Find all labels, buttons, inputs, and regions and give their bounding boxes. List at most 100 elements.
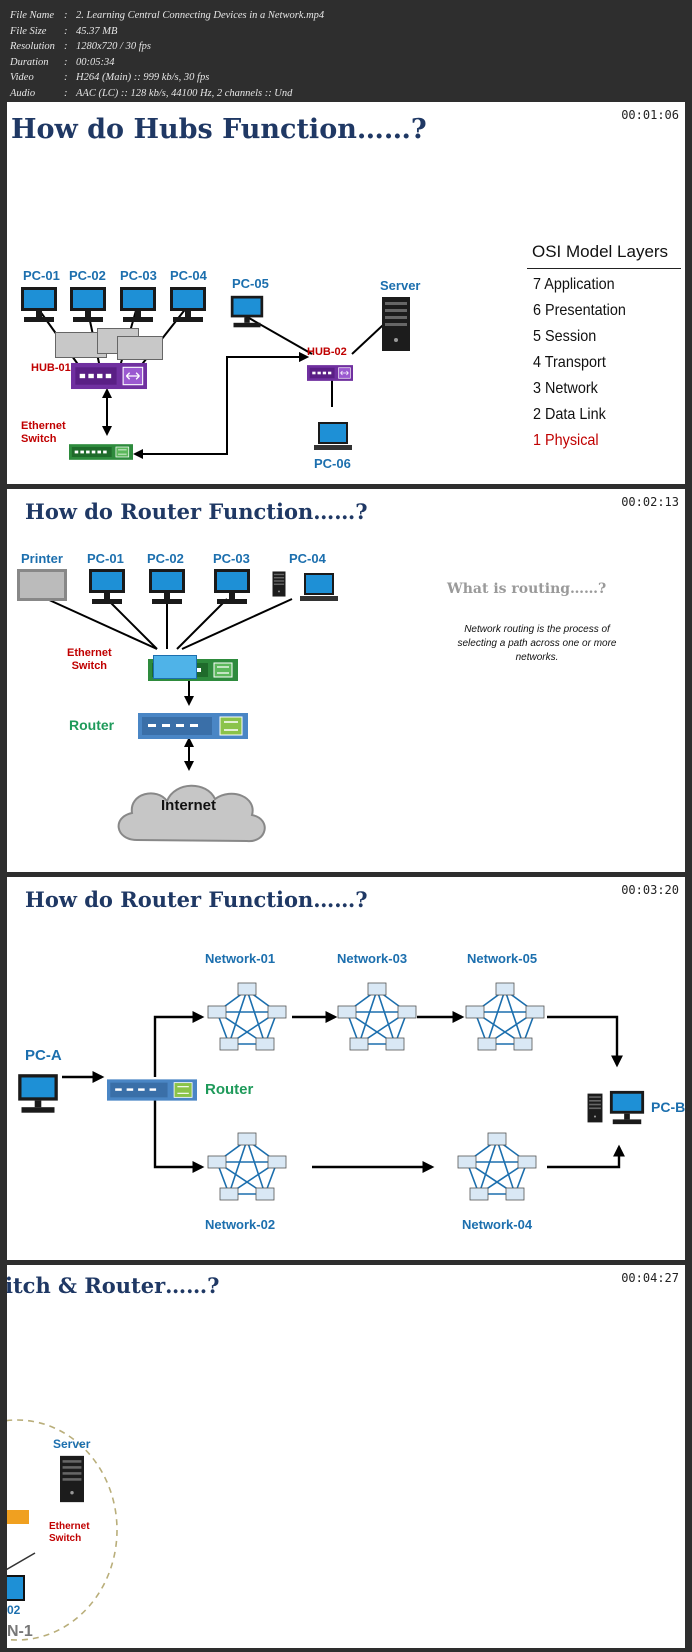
printer-icon [17,569,67,601]
video-frame-router: 00:02:13 How do Router Function……? Print… [7,489,685,872]
media-value: AAC (LC) :: 128 kb/s, 44100 Hz, 2 channe… [76,87,293,99]
internet-label: Internet [161,797,217,814]
media-info-row: Audio:AAC (LC) :: 128 kb/s, 44100 Hz, 2 … [10,86,324,102]
pc-label: PC-02 [69,268,106,283]
osi-layer-list: 7 Application 6 Presentation 5 Session 4… [533,272,636,454]
pc-icon [607,1089,647,1127]
media-info-row: Resolution:1280x720 / 30 fps [10,39,324,55]
hub-label: HUB-01 [31,362,71,374]
switch-icon [7,1510,29,1524]
pc-icon [15,1072,61,1116]
pc-icon [118,285,158,325]
pc-label: PC-01 [87,551,124,566]
network-icon [207,982,287,1052]
osi-divider [527,268,681,269]
printer-label: Printer [21,551,63,566]
osi-layer: 4 Transport [533,354,606,371]
vlan-label: N-1 [7,1623,33,1640]
video-frame-hubs: 00:01:06 How do Hubs Function……? PC-01 P… [7,102,685,484]
router-label: Router [205,1081,254,1098]
osi-title: OSI Model Layers [532,242,669,261]
packet-icon [153,655,197,679]
slide-title: How do Router Function……? [25,499,368,524]
media-info: File Name:2. Learning Central Connecting… [10,8,324,101]
media-value: 1280x720 / 30 fps [76,41,151,52]
pc-icon [68,285,108,325]
pc-label: 02 [7,1603,21,1617]
hub-label: HUB-02 [307,346,347,358]
osi-layer: 2 Data Link [533,406,606,423]
media-value: 00:05:34 [76,56,115,68]
pc-label: PC-05 [232,276,269,291]
switch-label: Ethernet Switch [49,1521,90,1544]
router-icon [107,1077,197,1103]
media-info-row: File Name:2. Learning Central Connecting… [10,8,324,24]
pc-label: PC-01 [23,268,60,283]
pc-label: PC-B [651,1099,685,1115]
pc-icon [229,294,265,330]
tower-icon [271,571,287,597]
osi-layer: 7 Application [533,276,615,293]
server-icon [381,296,411,352]
switch-label: Ethernet Switch [21,420,66,445]
server-label: Server [380,278,421,293]
media-value: H264 (Main) :: 999 kb/s, 30 fps [76,72,210,83]
frame-timestamp: 00:01:06 [621,108,679,122]
osi-layer: 3 Network [533,380,598,397]
network-icon [457,1132,537,1202]
pc-icon [7,1575,25,1601]
pc-label: PC-04 [289,551,326,566]
media-key: Audio [10,87,36,99]
frame-timestamp: 00:04:27 [621,1271,679,1285]
routing-question: What is routing……? [447,581,607,597]
network-label: Network-02 [205,1217,276,1232]
laptop-icon [297,571,341,605]
switch-label: Ethernet Switch [67,647,112,672]
slide-title: How do Router Function……? [25,887,368,912]
pc-icon [85,567,129,607]
slide-title: How do Hubs Function……? [11,114,427,145]
media-info-row: File Size:45.37 MB [10,24,324,40]
tower-icon [587,1093,603,1123]
pc-icon [145,567,189,607]
network-label: Network-04 [462,1217,533,1232]
media-info-row: Duration:00:05:34 [10,55,324,71]
network-label: Network-05 [467,951,538,966]
osi-layer-highlighted: 1 Physical [533,432,599,449]
laptop-icon [313,420,353,454]
vlan-boundary [7,1419,118,1641]
routing-definition: Network routing is the process of select… [457,624,617,663]
hub-icon [307,364,353,382]
frame-timestamp: 00:03:20 [621,883,679,897]
media-key: Resolution [10,41,55,52]
network-icon [465,982,545,1052]
osi-layer: 5 Session [533,328,597,345]
pc-label: PC-03 [213,551,250,566]
osi-layer: 6 Presentation [533,302,626,319]
router-label: Router [69,717,115,733]
network-label: Network-03 [337,951,408,966]
cloud-icon [117,784,266,843]
router-icon [135,713,251,739]
router-diagram-links [46,598,293,771]
video-frame-switch-router: 00:04:27 itch & Router……? Server Etherne… [7,1265,685,1648]
hub-icon [71,362,147,390]
pc-icon [210,567,254,607]
packet-icon [117,336,163,360]
media-info-row: Video:H264 (Main) :: 999 kb/s, 30 fps [10,70,324,86]
media-key: Duration [10,56,49,68]
pc-icon [19,285,59,325]
pc-label: PC-03 [120,268,157,283]
video-frame-routing-paths: 00:03:20 How do Router Function……? Netwo… [7,877,685,1260]
network-icon [207,1132,287,1202]
pc-label: PC-06 [314,456,351,471]
pc-label: PC-02 [147,551,184,566]
media-key: Video [10,72,34,83]
slide-title: itch & Router……? [7,1273,220,1298]
media-value: 45.37 MB [76,25,118,37]
media-key: File Name [10,10,55,21]
network-icon [337,982,417,1052]
network-label: Network-01 [205,951,276,966]
media-key: File Size [10,25,47,37]
frame-timestamp: 00:02:13 [621,495,679,509]
